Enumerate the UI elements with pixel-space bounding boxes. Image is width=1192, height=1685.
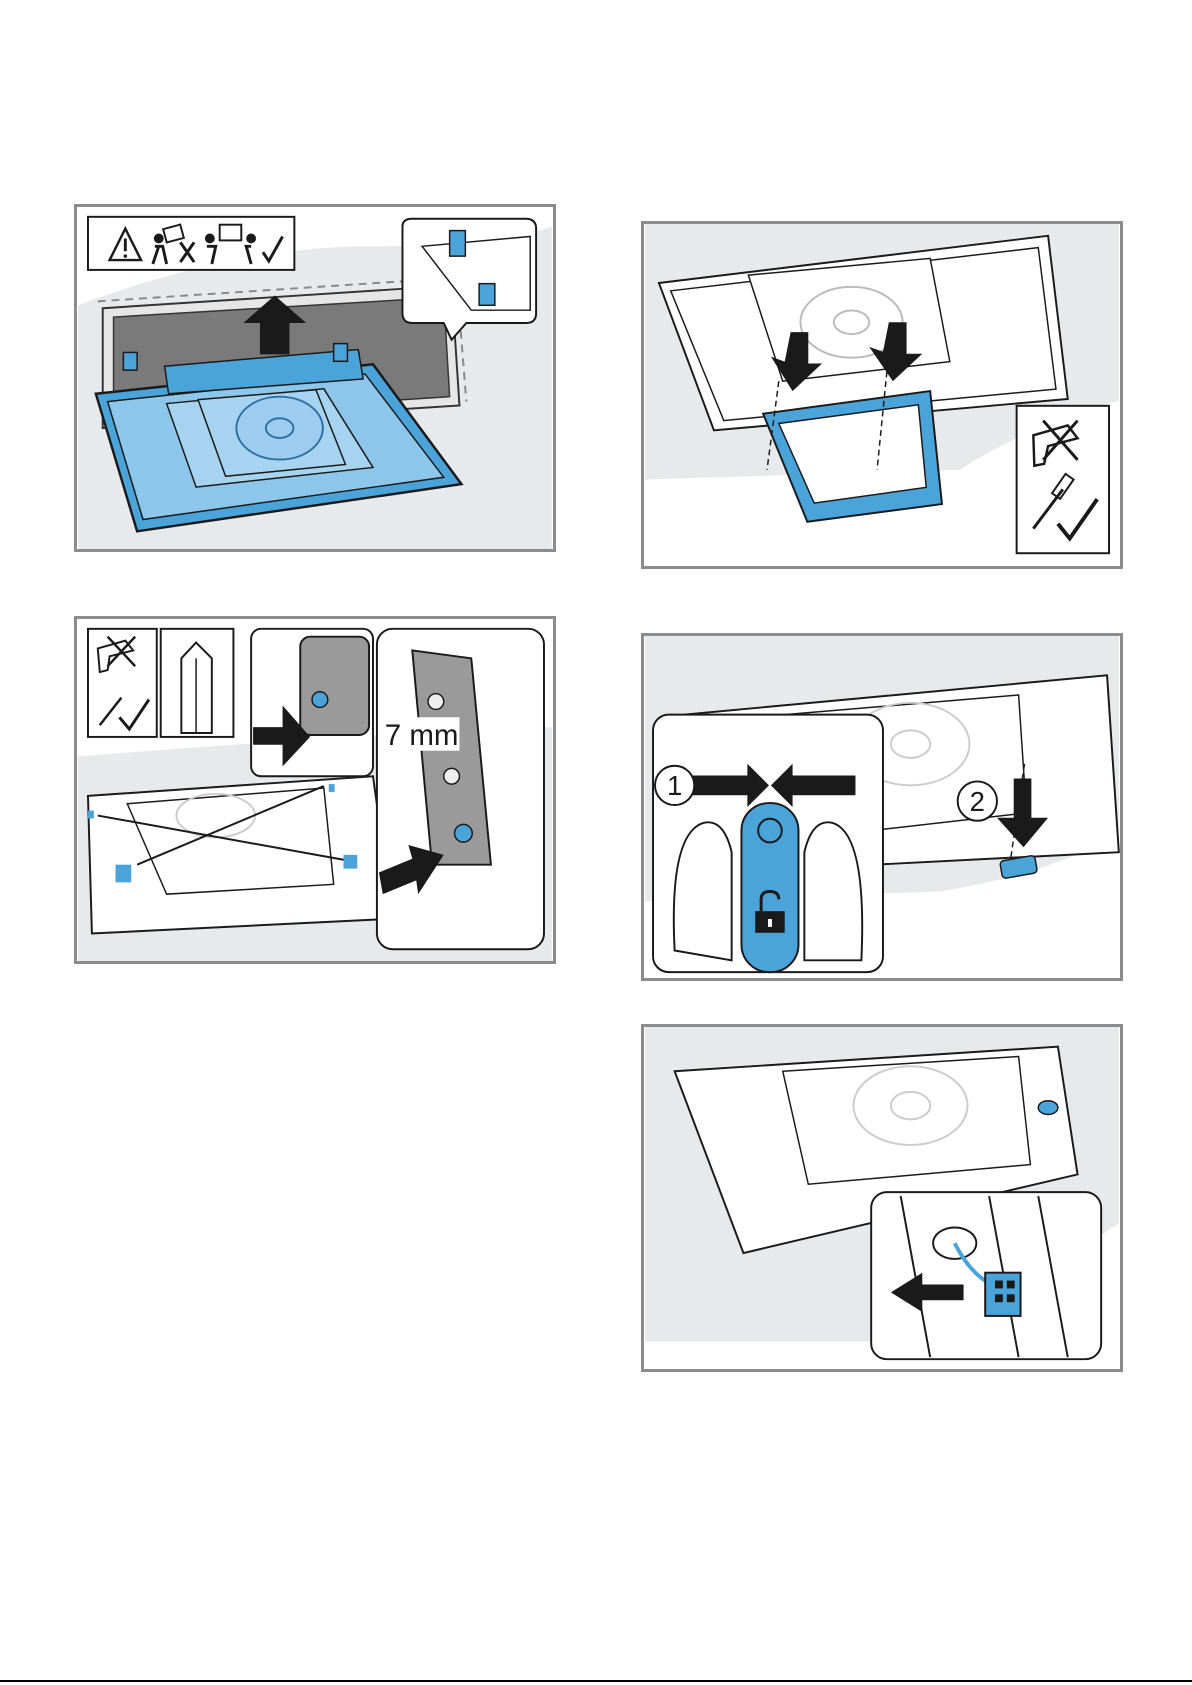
plug-connector-icon: [985, 1273, 1020, 1316]
figure-release-lock: 1 2: [641, 633, 1123, 981]
figure-insert-screws: 7 mm: [74, 616, 556, 964]
insert-screws-illustration: 7 mm: [77, 619, 553, 961]
figure-attach-frame: [641, 221, 1123, 569]
disconnect-plug-illustration: [644, 1027, 1120, 1369]
release-lock-illustration: 1 2: [644, 636, 1120, 978]
step-number-2: 2: [970, 786, 985, 817]
figure-remove-panel: [74, 204, 556, 552]
step-number-1: 1: [667, 770, 682, 801]
lifting-warning-box: [77, 207, 553, 549]
figure-disconnect-plug: [641, 1024, 1123, 1372]
measurement-label: 7 mm: [385, 719, 459, 752]
attach-frame-illustration: [644, 224, 1120, 566]
page-bottom-rule: [0, 1680, 1192, 1682]
